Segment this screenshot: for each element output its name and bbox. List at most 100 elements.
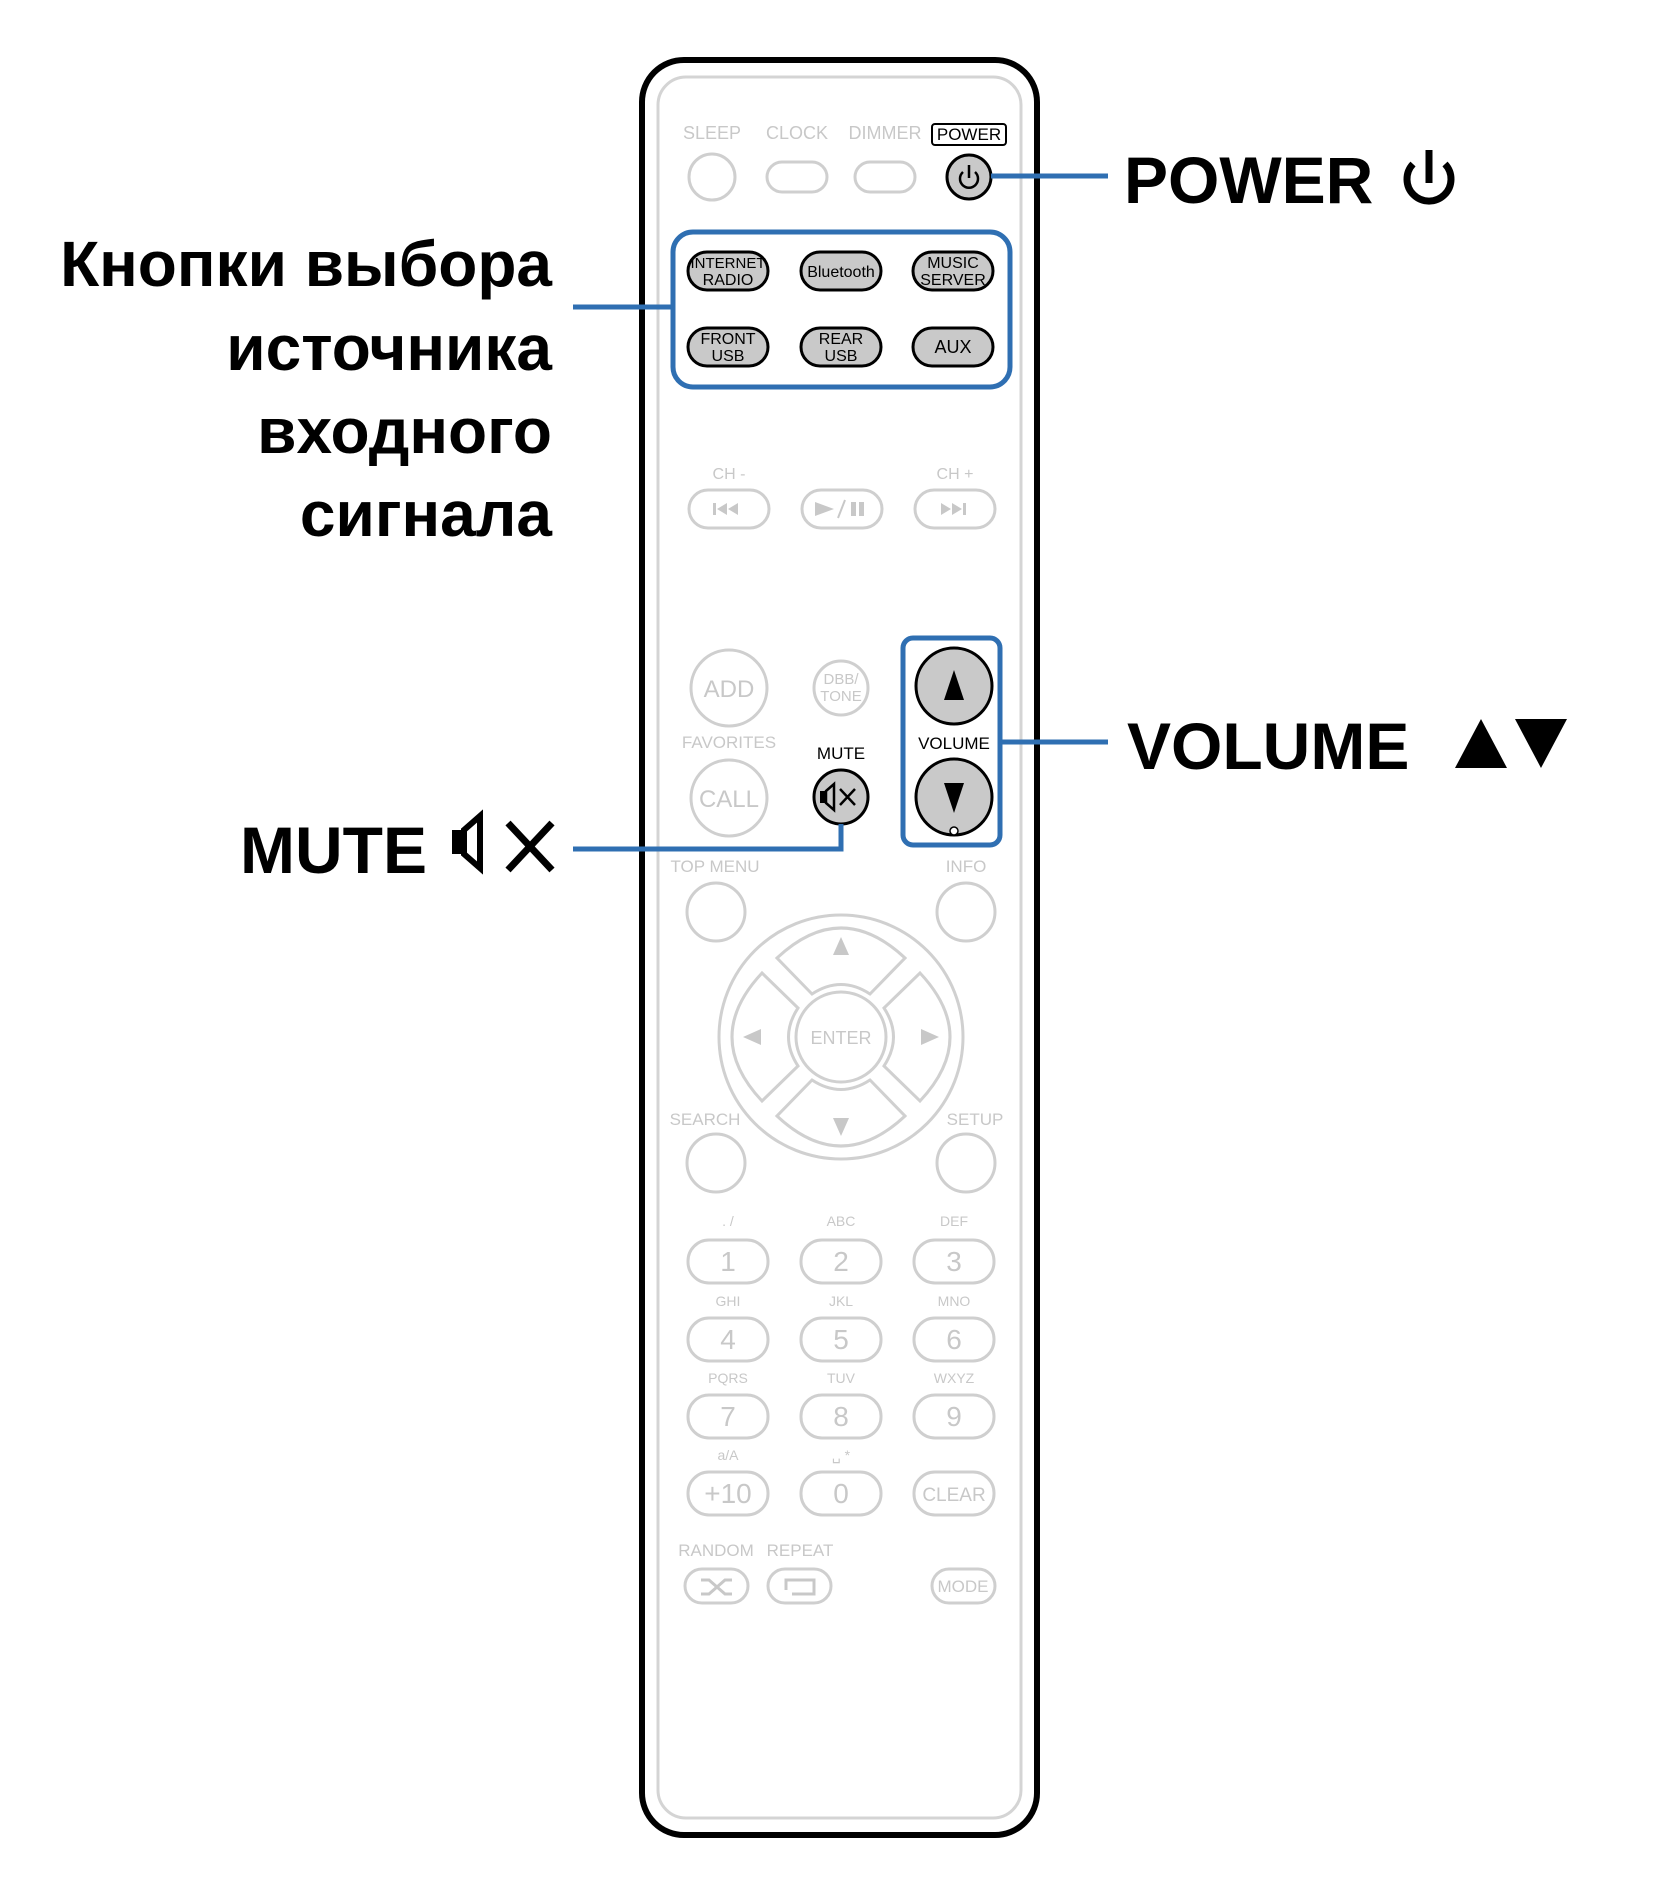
clear-label: CLEAR bbox=[922, 1485, 985, 1506]
power-button[interactable] bbox=[945, 153, 993, 201]
key-1-button[interactable]: 1 bbox=[686, 1238, 770, 1285]
random-button[interactable] bbox=[683, 1567, 750, 1605]
remote-inner-outline bbox=[656, 75, 1023, 1820]
volume-down-button[interactable] bbox=[914, 757, 994, 837]
top-menu-button[interactable] bbox=[685, 881, 747, 943]
key-0-button[interactable]: 0 bbox=[799, 1470, 883, 1517]
key-7-button[interactable]: 7 bbox=[686, 1393, 770, 1440]
top-menu-label: TOP MENU bbox=[670, 857, 759, 876]
key-2-button[interactable]: 2 bbox=[799, 1238, 883, 1285]
key-plus10-sub: a/A bbox=[717, 1447, 739, 1463]
call-button[interactable]: CALL bbox=[689, 758, 769, 838]
key-0-sub: ␣ * bbox=[832, 1447, 851, 1464]
volume-remote-label: VOLUME bbox=[918, 734, 990, 753]
key-7-digit: 7 bbox=[720, 1401, 736, 1432]
power-icon bbox=[958, 165, 980, 189]
info-button[interactable] bbox=[935, 881, 997, 943]
play-pause-button[interactable] bbox=[800, 488, 884, 530]
key-6-digit: 6 bbox=[946, 1324, 962, 1355]
nav-up-button[interactable] bbox=[774, 926, 908, 996]
mute-icon bbox=[820, 781, 856, 813]
enter-button[interactable]: ENTER bbox=[794, 990, 888, 1084]
nav-down-button[interactable] bbox=[774, 1078, 908, 1148]
play-pause-icon bbox=[815, 499, 864, 519]
mute-button[interactable] bbox=[812, 768, 870, 826]
source-callout-line-2: источника bbox=[226, 312, 552, 384]
key-9-sub: WXYZ bbox=[934, 1370, 975, 1386]
key-4-button[interactable]: 4 bbox=[686, 1316, 770, 1363]
repeat-label: REPEAT bbox=[767, 1541, 834, 1560]
clock-label: CLOCK bbox=[766, 123, 828, 143]
nav-right-button[interactable] bbox=[882, 970, 952, 1104]
key-8-sub: TUV bbox=[827, 1370, 856, 1386]
previous-button[interactable] bbox=[687, 488, 771, 530]
dimmer-label: DIMMER bbox=[849, 123, 922, 143]
nav-down-icon bbox=[833, 1118, 849, 1136]
navigation-pad: ENTER bbox=[717, 913, 965, 1161]
mode-button[interactable]: MODE bbox=[930, 1567, 997, 1605]
skip-forward-icon bbox=[941, 503, 966, 515]
mute-remote-label: MUTE bbox=[817, 744, 865, 763]
key-6-sub: MNO bbox=[938, 1293, 971, 1309]
volume-down-dot bbox=[949, 826, 959, 836]
key-2-sub: ABC bbox=[827, 1213, 856, 1229]
key-0-digit: 0 bbox=[833, 1478, 849, 1509]
repeat-button[interactable] bbox=[766, 1567, 833, 1605]
random-label: RANDOM bbox=[678, 1541, 754, 1560]
up-arrow-icon bbox=[944, 670, 964, 700]
power-callout-label: POWER bbox=[1124, 143, 1373, 217]
mode-label: MODE bbox=[938, 1577, 989, 1596]
repeat-icon bbox=[784, 1578, 816, 1596]
internet-radio-line1: INTERNET bbox=[691, 255, 766, 272]
key-5-button[interactable]: 5 bbox=[799, 1316, 883, 1363]
nav-up-icon bbox=[833, 937, 849, 955]
dbb-tone-button[interactable]: DBB/ TONE bbox=[812, 659, 870, 717]
front-usb-line2: USB bbox=[712, 348, 745, 365]
bluetooth-button[interactable]: Bluetooth bbox=[799, 250, 883, 292]
music-server-line2: SERVER bbox=[920, 272, 986, 289]
add-label: ADD bbox=[704, 676, 755, 703]
internet-radio-button[interactable]: INTERNET RADIO bbox=[686, 250, 770, 292]
clock-button[interactable] bbox=[765, 160, 829, 194]
volume-up-button[interactable] bbox=[914, 646, 994, 726]
nav-left-icon bbox=[743, 1029, 761, 1045]
front-usb-button[interactable]: FRONT USB bbox=[686, 326, 770, 368]
key-9-button[interactable]: 9 bbox=[912, 1393, 996, 1440]
key-2-digit: 2 bbox=[833, 1246, 849, 1277]
sleep-button[interactable] bbox=[687, 152, 737, 202]
music-server-button[interactable]: MUSIC SERVER bbox=[911, 250, 995, 292]
mute-callout-label: MUTE bbox=[240, 813, 427, 887]
key-4-digit: 4 bbox=[720, 1324, 736, 1355]
volume-up-callout-icon bbox=[1455, 719, 1507, 768]
aux-label: AUX bbox=[934, 337, 971, 357]
skip-back-icon bbox=[713, 503, 738, 515]
key-3-button[interactable]: 3 bbox=[912, 1238, 996, 1285]
call-label: CALL bbox=[699, 786, 759, 813]
key-8-button[interactable]: 8 bbox=[799, 1393, 883, 1440]
enter-label: ENTER bbox=[810, 1028, 871, 1048]
internet-radio-line2: RADIO bbox=[703, 272, 754, 289]
shuffle-icon bbox=[701, 1578, 732, 1596]
key-plus10-button[interactable]: +10 bbox=[686, 1470, 770, 1517]
power-callout-icon bbox=[1403, 150, 1455, 205]
rear-usb-button[interactable]: REAR USB bbox=[799, 326, 883, 368]
sleep-label: SLEEP bbox=[683, 123, 741, 143]
front-usb-line1: FRONT bbox=[700, 331, 755, 348]
bluetooth-label: Bluetooth bbox=[807, 264, 875, 281]
search-button[interactable] bbox=[685, 1132, 747, 1194]
aux-button[interactable]: AUX bbox=[911, 326, 995, 368]
key-6-button[interactable]: 6 bbox=[912, 1316, 996, 1363]
source-callout-line-3: входного bbox=[257, 395, 552, 467]
tone-label: TONE bbox=[820, 688, 861, 705]
key-4-sub: GHI bbox=[716, 1293, 741, 1309]
add-button[interactable]: ADD bbox=[689, 648, 769, 728]
keypad: . / ABC DEF 1 2 3 GHI JKL MNO 4 5 6 PQRS… bbox=[686, 1213, 996, 1517]
mute-callout-line bbox=[573, 824, 844, 852]
next-button[interactable] bbox=[913, 488, 997, 530]
setup-button[interactable] bbox=[935, 1132, 997, 1194]
key-5-sub: JKL bbox=[829, 1293, 853, 1309]
dimmer-button[interactable] bbox=[853, 160, 917, 194]
nav-left-button[interactable] bbox=[730, 970, 800, 1104]
clear-button[interactable]: CLEAR bbox=[912, 1470, 996, 1517]
